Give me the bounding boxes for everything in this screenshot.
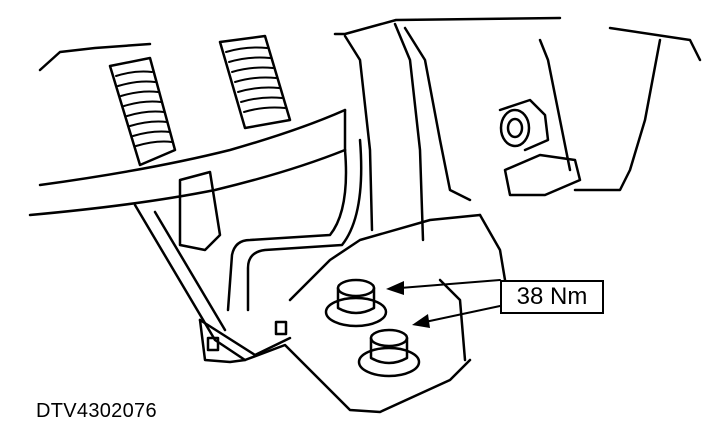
callout-leaders <box>386 279 501 328</box>
upper-bolt <box>324 278 388 328</box>
retaining-clip <box>498 98 582 197</box>
support-bracket <box>178 22 425 312</box>
lever-arm <box>28 108 347 217</box>
lower-bolt <box>357 328 421 378</box>
housing-outline <box>38 16 702 202</box>
mounting-plate <box>133 203 507 414</box>
spring-assembly <box>108 34 292 167</box>
torque-callout: 38 Nm <box>500 280 604 314</box>
figure-id: DTV4302076 <box>36 400 157 422</box>
